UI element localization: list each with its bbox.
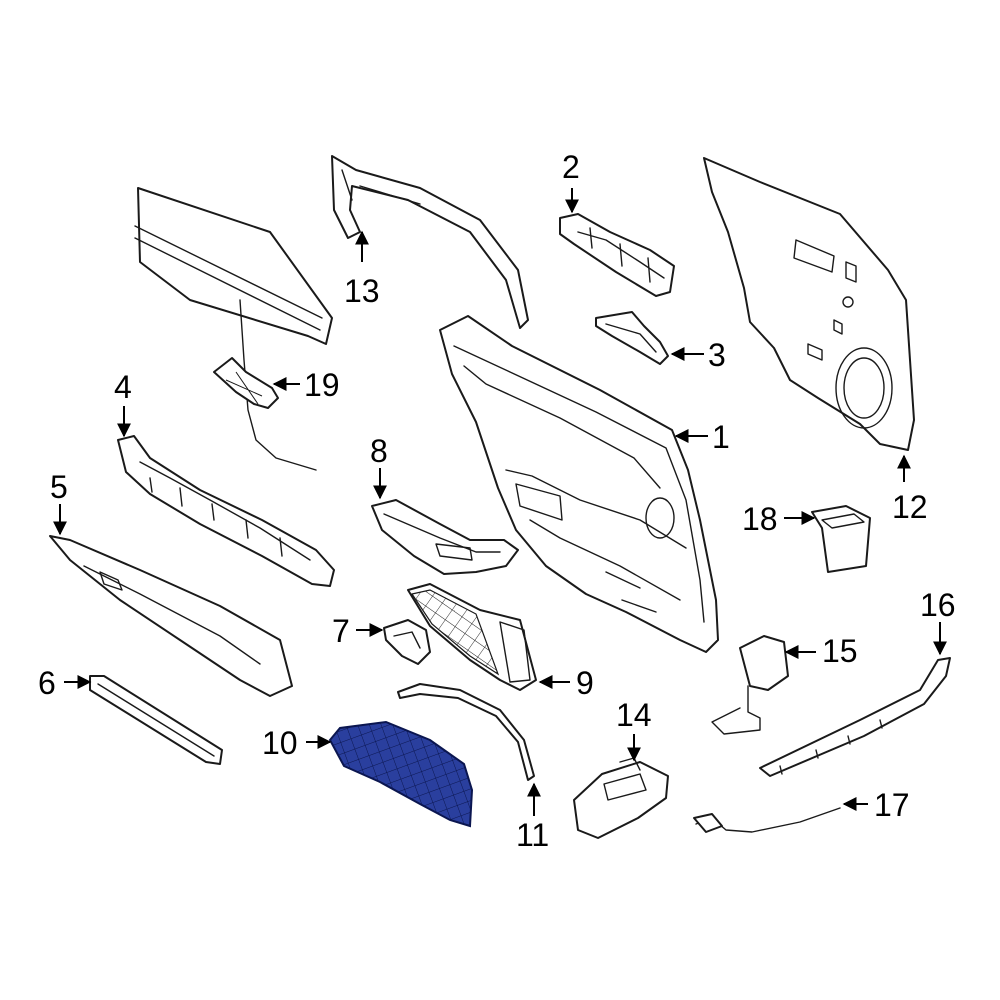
callout-19: 19 [304,367,340,403]
callout-11: 11 [516,817,549,853]
part-17-wire[interactable] [693,807,841,833]
callout-4: 4 [114,369,132,405]
callout-15: 15 [822,633,858,669]
part-3-handle-bracket[interactable] [595,311,669,365]
part-2-switch-bracket[interactable] [559,213,675,297]
callout-7: 7 [332,613,350,649]
part-10-mesh-pocket[interactable] [328,720,474,828]
callout-labels: 1 2 3 4 5 6 7 8 9 10 11 12 13 14 15 16 1… [38,149,956,853]
callout-1: 1 [712,419,730,455]
part-16-trim-strip[interactable] [759,657,951,777]
part-19-window-regulator[interactable] [134,187,333,471]
callout-18: 18 [742,501,778,537]
callout-5: 5 [50,469,68,505]
part-8-pull-handle[interactable] [371,499,519,575]
callout-9: 9 [576,665,594,701]
callout-16: 16 [920,587,956,623]
callout-2: 2 [562,149,580,185]
callout-6: 6 [38,665,56,701]
callout-13: 13 [344,273,380,309]
part-5-armrest-trim[interactable] [49,535,293,697]
callout-3: 3 [708,337,726,373]
part-11-pocket-trim[interactable] [397,683,535,781]
part-7-bezel[interactable] [383,619,431,665]
part-13-frame-trim[interactable] [331,155,529,329]
part-6-trim-strip[interactable] [89,675,223,765]
callout-14: 14 [616,697,652,733]
callout-8: 8 [370,433,388,469]
leader-arrows [53,188,947,816]
callout-17: 17 [874,787,910,823]
part-1-door-panel[interactable] [439,315,719,653]
callout-12: 12 [892,489,928,525]
part-15-latch[interactable] [711,635,789,735]
part-18-cup-holder[interactable] [811,505,871,573]
part-4-door-bracket[interactable] [117,435,335,587]
part-14-switch-panel[interactable] [573,757,669,839]
callout-10: 10 [262,725,298,761]
part-9-map-pocket[interactable] [407,583,537,691]
part-12-insulation-panel[interactable] [703,157,915,451]
